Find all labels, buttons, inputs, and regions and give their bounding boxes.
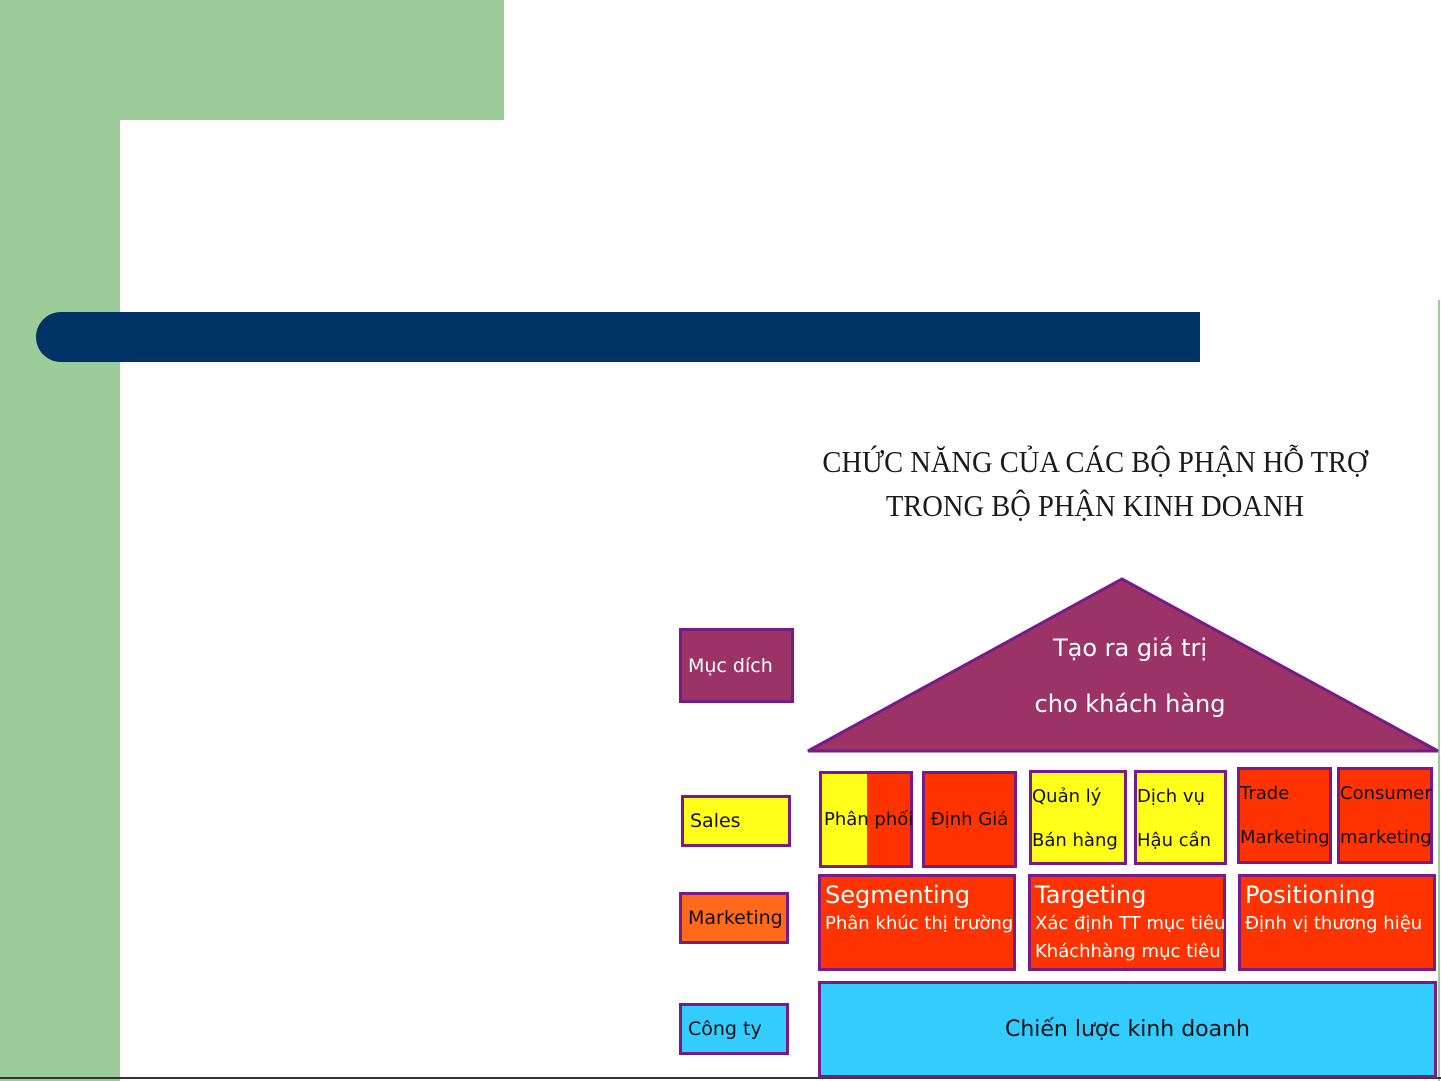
label-marketing: Marketing [679,892,789,944]
box-phan-phoi: Phân phối [819,771,913,868]
title-bar [36,312,1200,362]
box-segmenting: Segmenting Phân khúc thị trường [818,874,1016,971]
dich-vu-line2: Hậu cần [1137,830,1212,851]
segmenting-title: Segmenting [825,881,971,909]
box-consumer-marketing: Consumer marketing [1337,767,1433,864]
targeting-sub1: Xác định TT mục tiêu [1035,913,1226,934]
consumer-line1: Consumer [1340,783,1432,804]
right-edge-line [1438,300,1440,1081]
quan-ly-line2: Bán hàng [1032,830,1118,851]
label-sales: Sales [681,795,791,847]
box-dich-vu-hau-can: Dịch vụ Hậu cần [1134,770,1227,865]
box-dinh-gia: Định Giá [922,771,1017,868]
consumer-line2: marketing [1340,827,1432,848]
positioning-sub: Định vị thương hiệu [1245,913,1423,934]
box-quan-ly-ban-hang: Quản lý Bán hàng [1029,770,1127,865]
trade-line1: Trade [1240,783,1290,804]
diagram-title: CHỨC NĂNG CỦA CÁC BỘ PHẬN HỖ TRỢ TRONG B… [814,440,1375,528]
segmenting-sub: Phân khúc thị trường [825,913,1014,934]
strategy-label: Chiến lược kinh doanh [1004,1017,1251,1042]
diagram-title-line2: TRONG BỘ PHẬN KINH DOANH [885,488,1305,523]
roof-text-line2: cho khách hàng [1034,690,1226,718]
positioning-title: Positioning [1245,881,1376,909]
diagram-title-line1: CHỨC NĂNG CỦA CÁC BỘ PHẬN HỖ TRỢ [822,444,1368,479]
box-trade-marketing: Trade Marketing [1237,767,1332,864]
box-positioning: Positioning Định vị thương hiệu [1238,874,1436,971]
label-cong-ty: Công ty [679,1003,789,1055]
roof-text-line1: Tạo ra giá trị [1052,634,1208,662]
quan-ly-line1: Quản lý [1032,786,1102,807]
sidebar-green-band [0,0,120,1081]
targeting-title: Targeting [1035,881,1147,909]
box-dinh-gia-label: Định Giá [930,809,1009,830]
top-green-band [0,0,504,120]
box-phan-phoi-label: Phân phối [824,809,914,830]
targeting-sub2: Kháchhàng mục tiêu [1035,941,1221,962]
box-chien-luoc-kinh-doanh: Chiến lược kinh doanh [818,981,1437,1078]
roof-triangle [807,577,1439,753]
trade-line2: Marketing [1240,827,1330,848]
bottom-divider [0,1077,1441,1079]
box-targeting: Targeting Xác định TT mục tiêu Kháchhàng… [1028,874,1226,971]
label-muc-dich: Mục dích [679,628,794,703]
dich-vu-line1: Dịch vụ [1137,786,1205,807]
